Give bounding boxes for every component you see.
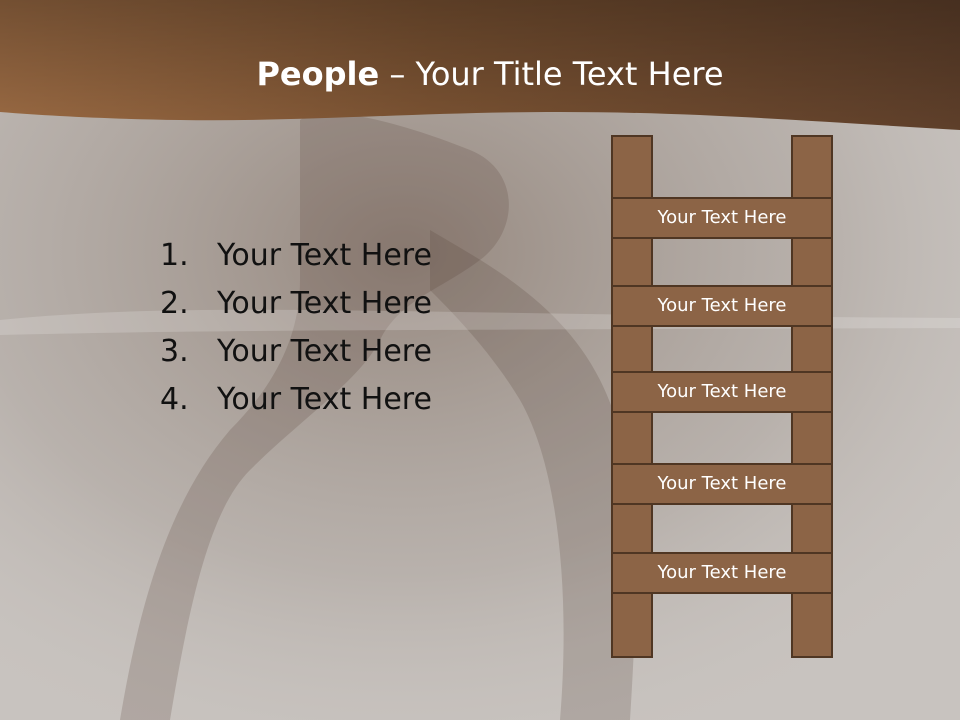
list-item: 4. Your Text Here xyxy=(160,376,432,424)
title-rest: – Your Title Text Here xyxy=(379,55,724,93)
list-text: Your Text Here xyxy=(217,286,432,321)
ladder-rung-3: Your Text Here xyxy=(611,371,833,413)
list-item: 1. Your Text Here xyxy=(160,232,432,280)
ladder-rung-2: Your Text Here xyxy=(611,285,833,327)
ladder-rung-5: Your Text Here xyxy=(611,552,833,594)
list-item: 3. Your Text Here xyxy=(160,328,432,376)
ladder-rung-4: Your Text Here xyxy=(611,463,833,505)
title-bold: People xyxy=(256,55,380,93)
list-number: 4. xyxy=(160,382,189,417)
list-number: 1. xyxy=(160,238,189,273)
list-text: Your Text Here xyxy=(217,382,432,417)
list-number: 2. xyxy=(160,286,189,321)
list-text: Your Text Here xyxy=(217,334,432,369)
list-item: 2. Your Text Here xyxy=(160,280,432,328)
numbered-list: 1. Your Text Here 2. Your Text Here 3. Your… xyxy=(160,232,432,424)
list-text: Your Text Here xyxy=(217,238,432,273)
ladder-rung-1: Your Text Here xyxy=(611,197,833,239)
slide-title: People – Your Title Text Here xyxy=(0,52,960,96)
list-number: 3. xyxy=(160,334,189,369)
